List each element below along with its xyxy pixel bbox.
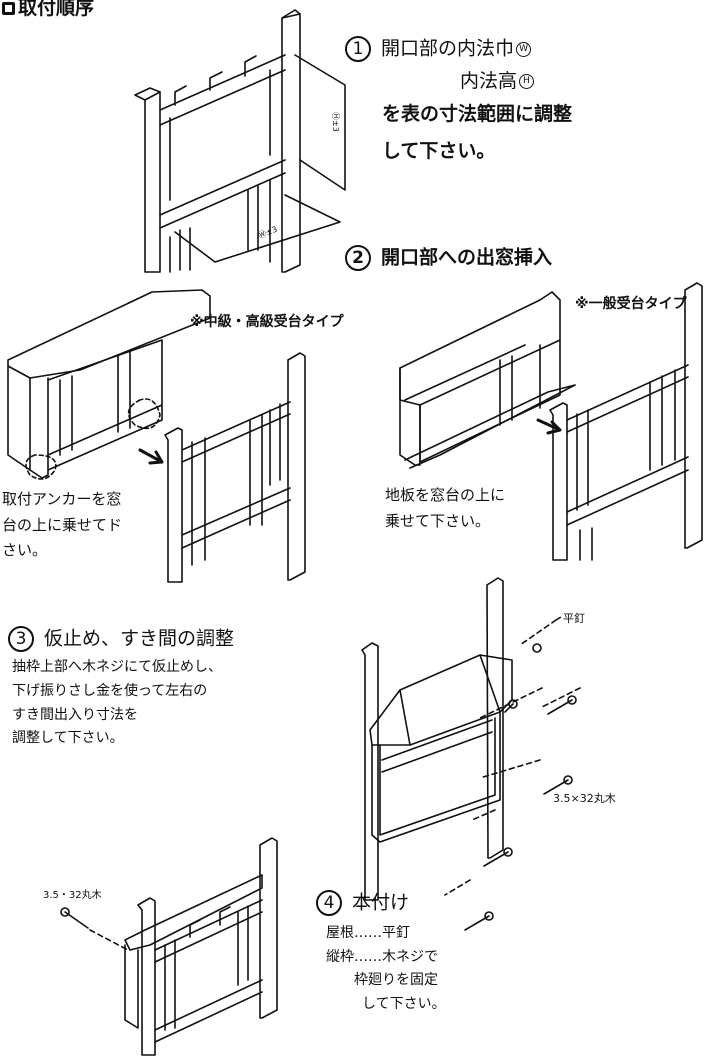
fig2-frame-b [549,282,703,561]
dim-height-label: Ⓗ±3 [331,112,340,132]
screw-label-step3: 3.5×32丸木 [553,792,616,805]
type-b-label: ※一般受台タイプ [575,296,687,312]
step4-number: 4 [316,890,342,916]
step1-number: 1 [345,36,371,62]
section-title: 取付順序 [2,0,94,21]
type-b-note: 地板を窓台の上に 乗せて下さい。 [385,486,506,530]
fig4-final-fixing [60,837,278,1056]
fig2-window-type-b [399,291,576,469]
fig2-frame-a [164,352,306,583]
step2-number: 2 [345,245,371,271]
step3-number: 3 [8,626,34,652]
fig3-bay-window-fixing [361,577,581,931]
nail-label: 平釘 [563,612,585,625]
fig1-opening-frame [134,9,346,273]
step4-body: 屋根……平釘 縦枠……木ネジで 枠廻りを固定 して下さい。 [326,925,446,1012]
square-bullet-icon [2,2,15,15]
width-mark-icon: W [516,41,532,57]
step1-line4: して下さい。 [382,140,496,162]
screw-label-step4: 3.5・32丸木 [43,890,102,901]
step1-line3: を表の寸法範囲に調整 [382,103,573,125]
step3-body: 抽枠上部へ木ネジにて仮止めし、 下げ振りさし金を使って左右の すき間出入り寸法を… [12,659,222,747]
type-a-label: ※中級・高級受台タイプ [190,314,344,330]
type-a-note: 取付アンカーを窓 台の上に乗せてド さい。 [2,490,123,559]
fig2-window-type-a [7,289,211,480]
height-mark-icon: H [519,74,535,89]
